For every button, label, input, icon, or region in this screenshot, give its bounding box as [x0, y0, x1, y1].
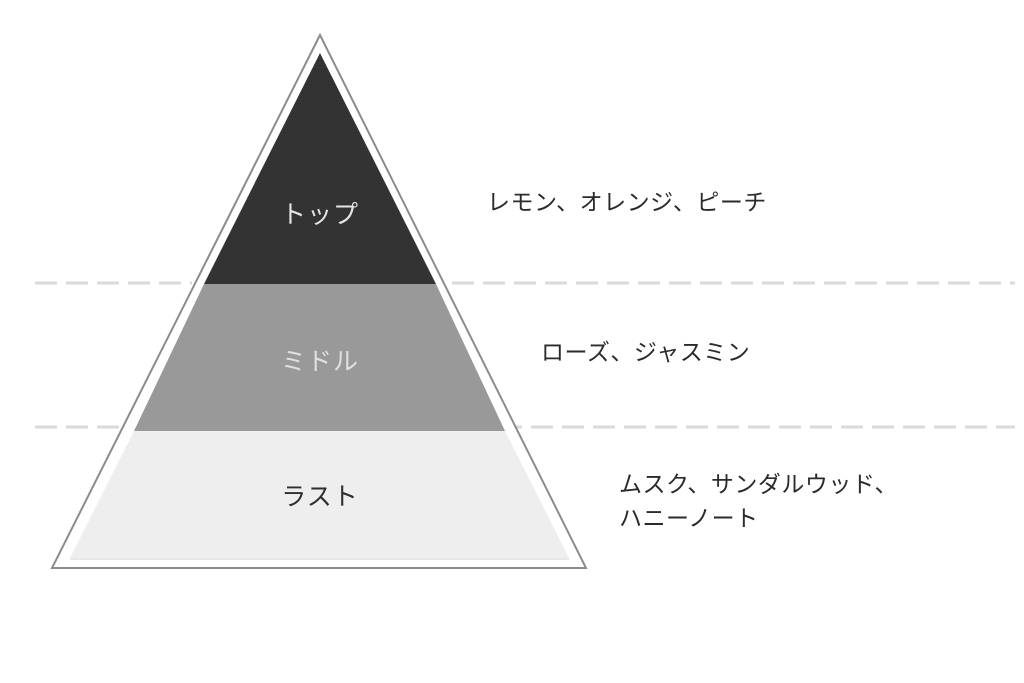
band-last: [70, 431, 569, 558]
band-middle: [134, 284, 505, 431]
band-label-top: トップ: [280, 200, 360, 229]
notes-last: ムスク、サンダルウッド、 ハニーノート: [619, 468, 898, 536]
notes-top-line-1: レモン、オレンジ、ピーチ: [487, 190, 767, 216]
notes-middle: ローズ、ジャスミン: [541, 336, 750, 370]
notes-top: レモン、オレンジ、ピーチ: [487, 186, 767, 220]
band-label-middle: ミドル: [280, 347, 360, 376]
notes-last-line-1: ムスク、サンダルウッド、: [619, 472, 899, 498]
notes-middle-line-1: ローズ、ジャスミン: [541, 340, 751, 366]
band-top: [204, 53, 436, 284]
band-label-last: ラスト: [281, 482, 359, 511]
notes-last-line-2: ハニーノート: [619, 506, 759, 532]
separator-lines: [35, 281, 1015, 429]
